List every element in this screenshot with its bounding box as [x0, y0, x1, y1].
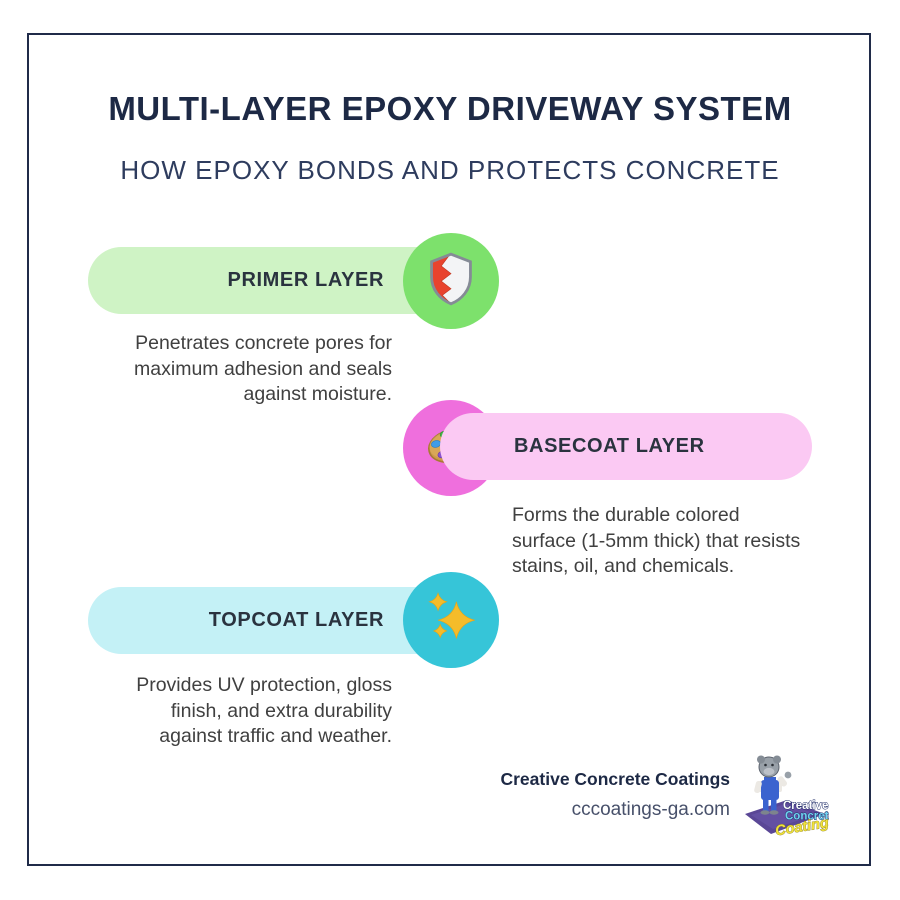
topcoat-layer-pill: TOPCOAT LAYER — [88, 587, 460, 654]
logo-word-concrete: Concrete — [785, 811, 829, 823]
description-line: finish, and extra durability — [170, 699, 392, 722]
primer-layer-pill: PRIMER LAYER — [88, 247, 460, 314]
description-line: stains, oil, and chemicals. — [512, 555, 735, 577]
page-subtitle: HOW EPOXY BONDS AND PROTECTS CONCRETE — [120, 155, 780, 185]
primer-layer-icon-circle — [403, 233, 499, 329]
company-name: Creative Concrete Coatings — [500, 769, 730, 789]
company-logo: Creative Concrete Coatings — [741, 754, 838, 840]
basecoat-layer-pill: BASECOAT LAYER — [440, 413, 812, 480]
basecoat-layer-description: Forms the durable colored surface (1-5mm… — [512, 503, 824, 580]
description-line: Forms the durable colored — [512, 504, 740, 526]
description-line: Provides UV protection, gloss — [136, 674, 392, 696]
primer-layer-label: PRIMER LAYER — [227, 269, 384, 291]
mascot-figure — [754, 755, 792, 815]
website-url: cccoatings-ga.com — [571, 799, 730, 820]
topcoat-layer-icon-circle — [403, 572, 499, 668]
topcoat-layer-label: TOPCOAT LAYER — [208, 609, 384, 631]
topcoat-layer-description: Provides UV protection, gloss finish, an… — [88, 673, 392, 750]
description-line: surface (1-5mm thick) that resists — [512, 529, 801, 552]
description-line: maximum adhesion and seals — [134, 357, 392, 380]
sparkles-icon — [426, 591, 476, 650]
description-line: against moisture. — [243, 383, 393, 405]
description-line: Penetrates concrete pores for — [135, 332, 392, 354]
page-title: MULTI-LAYER EPOXY DRIVEWAY SYSTEM — [108, 90, 792, 127]
shield-icon — [427, 252, 475, 311]
description-line: against traffic and weather. — [159, 725, 392, 747]
basecoat-layer-label: BASECOAT LAYER — [514, 435, 705, 457]
primer-layer-description: Penetrates concrete pores for maximum ad… — [88, 331, 392, 408]
logo-word-creative: Creative — [783, 800, 828, 812]
